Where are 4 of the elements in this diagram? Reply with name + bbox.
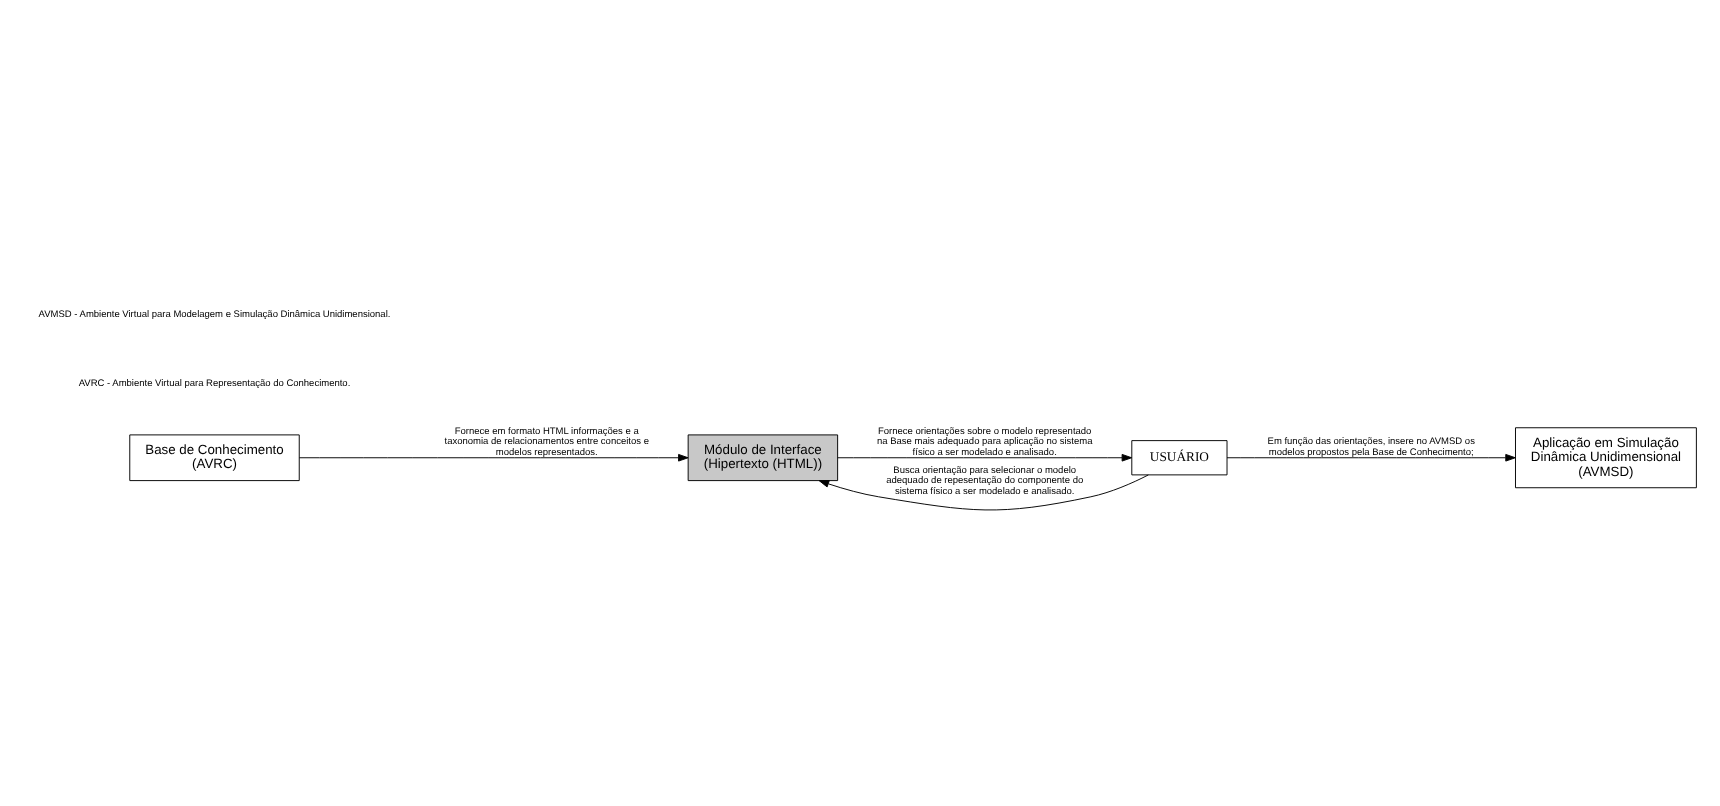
arrow [837,452,1133,461]
arrow [298,452,689,461]
arrow [1226,452,1516,461]
arrow [818,473,1149,510]
